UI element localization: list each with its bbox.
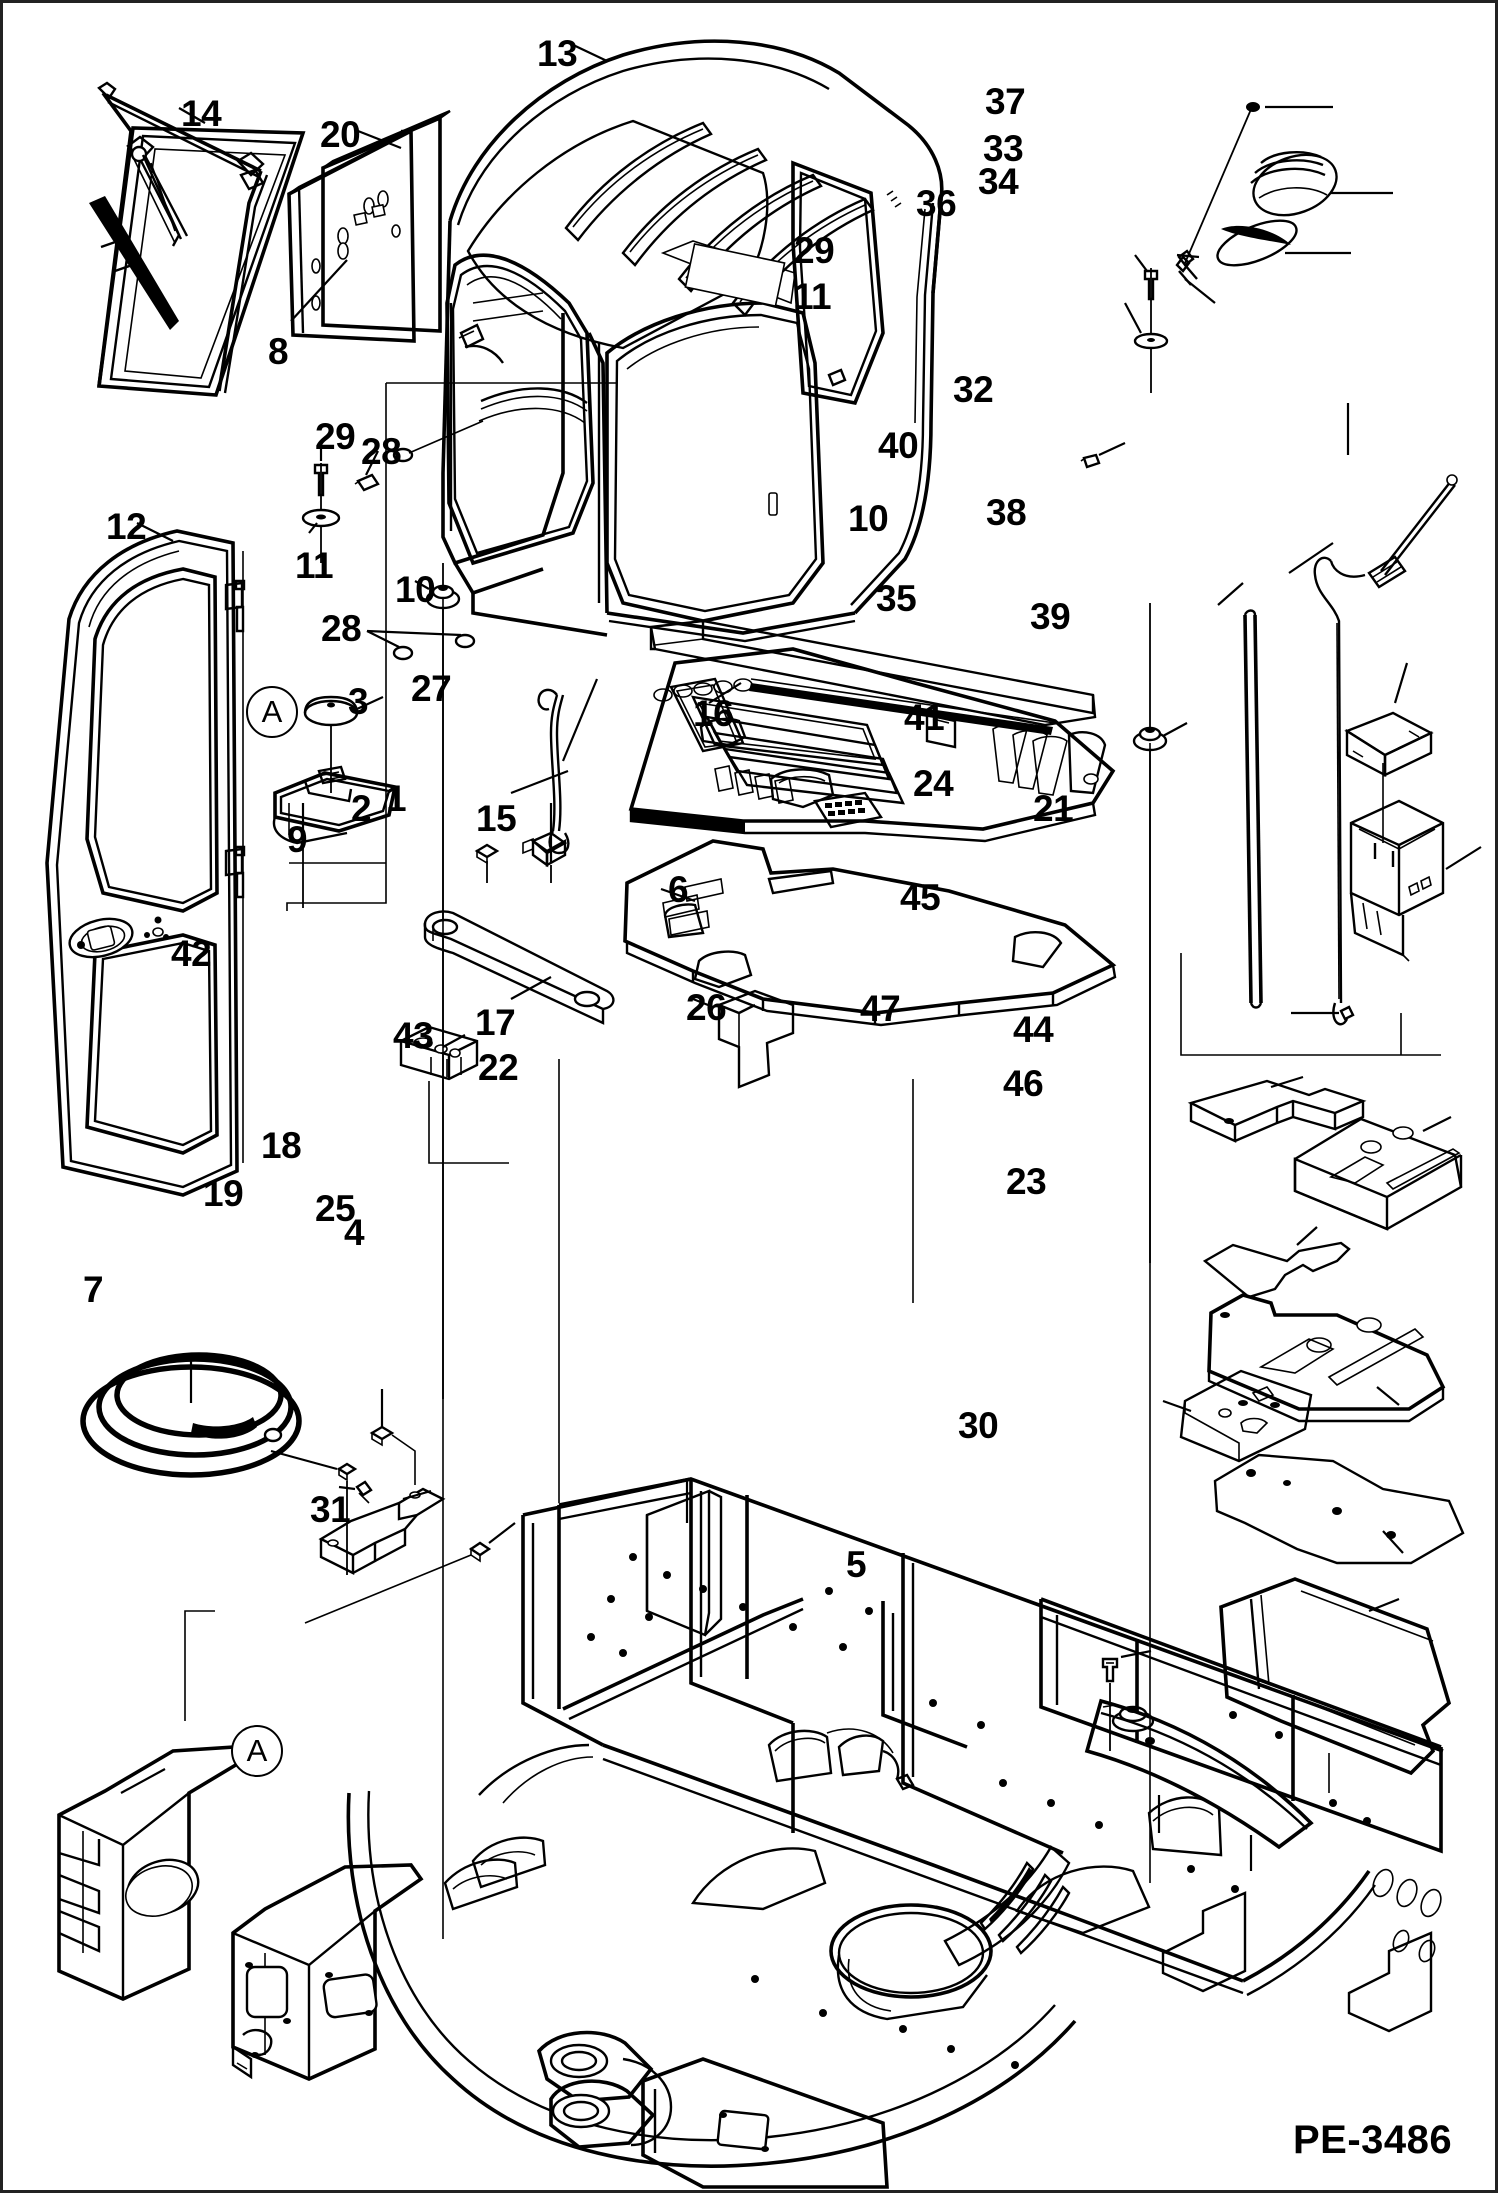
callout-29-left: 29: [315, 416, 356, 457]
part-38-cover-bracket: [1344, 662, 1434, 843]
part-39-radio-housing: [1349, 799, 1482, 962]
part-15-floor-mat: [510, 647, 1116, 843]
part-21-floor-plate: [1293, 1116, 1463, 1231]
part-24-pedal-cover: [1187, 1075, 1367, 1143]
part-13-cab-shell: [441, 39, 944, 643]
part-35-antenna-mast: [1217, 542, 1334, 1009]
reference-bubble-a-lower: A: [231, 1725, 283, 1777]
callout-38: 38: [986, 492, 1027, 533]
callout-29-right: 29: [794, 230, 835, 271]
part-7-side-cover-panels: [57, 1745, 424, 2081]
callout-5: 5: [846, 1544, 867, 1585]
callout-46: 46: [1003, 1063, 1044, 1104]
callout-28-upper: 28: [361, 431, 402, 472]
part-5-trim-strip: [1084, 1698, 1314, 1871]
callout-43: 43: [393, 1015, 434, 1056]
callout-11-left: 11: [295, 545, 334, 586]
callout-16: 16: [693, 693, 734, 734]
callout-27: 27: [411, 668, 452, 709]
part-22-insulation-block: [645, 1481, 723, 1637]
callout-8: 8: [268, 331, 289, 372]
exploded-diagram-artwork: [45, 39, 1482, 2189]
callout-32: 32: [953, 369, 994, 410]
callout-1: 1: [386, 778, 407, 819]
callout-11-right: 11: [793, 276, 832, 317]
callout-28-lower: 28: [321, 608, 362, 649]
callout-34: 34: [978, 161, 1019, 202]
part-16-floor-rail: [649, 619, 1097, 735]
base-frame-assembly: [346, 1477, 1444, 2189]
callout-42: 42: [171, 933, 212, 974]
part-33-beacon-assembly: [1175, 102, 1393, 304]
callout-24: 24: [913, 763, 954, 804]
part-20-rear-panel: [287, 109, 451, 343]
callout-35: 35: [876, 578, 917, 619]
part-46-floor-liner: [1213, 1453, 1465, 1565]
part-47-insulation-pad: [1162, 1369, 1313, 1463]
callout-23: 23: [1006, 1161, 1047, 1202]
part-17-mount-strap: [423, 910, 615, 1025]
callout-20: 20: [320, 114, 361, 155]
callout-13: 13: [537, 33, 578, 74]
callout-14: 14: [181, 93, 222, 134]
callout-39: 39: [1030, 596, 1071, 637]
callout-4: 4: [344, 1212, 365, 1253]
part-26-bracket-clip: [692, 989, 795, 1089]
callout-37: 37: [985, 81, 1026, 122]
part-23-rear-cover-panel: [1219, 1577, 1452, 1793]
callout-40: 40: [878, 425, 919, 466]
part-40-plug: [1080, 442, 1126, 469]
reference-bubble-a-upper: A: [246, 686, 298, 738]
part-12-cab-door: [45, 522, 246, 1197]
callout-9: 9: [287, 819, 308, 860]
callout-31: 31: [310, 1489, 351, 1530]
fastener-29-11-right: [1124, 254, 1169, 393]
callout-7: 7: [83, 1269, 104, 1310]
callout-6: 6: [668, 869, 689, 910]
callout-45: 45: [900, 877, 941, 918]
plate-number: PE-3486: [1293, 2118, 1453, 2162]
part-41-screw: [1291, 1005, 1355, 1021]
part-14-windshield: [89, 81, 306, 397]
part-45-gasket-upper: [1202, 1226, 1351, 1299]
callout-36: 36: [916, 183, 957, 224]
part-10-grommet-right: [1132, 603, 1188, 1263]
callout-3: 3: [348, 681, 369, 722]
callout-18: 18: [261, 1125, 302, 1166]
part-43-connector-block: [399, 1025, 509, 1164]
callout-2: 2: [351, 788, 372, 829]
callout-15: 15: [476, 798, 517, 839]
callout-44: 44: [1013, 1009, 1054, 1050]
callout-21: 21: [1033, 788, 1074, 829]
support-bracket-group: [184, 1389, 516, 1721]
callout-19: 19: [203, 1173, 244, 1214]
callout-10-right: 10: [848, 498, 889, 539]
callout-25: 25: [315, 1188, 356, 1229]
callout-47: 47: [860, 988, 901, 1029]
part-42-hose-coil: [80, 1352, 302, 1478]
callout-10-left: 10: [395, 569, 436, 610]
callout-12: 12: [106, 506, 147, 547]
part-6-floor-insulation: [623, 839, 1117, 1027]
part-30-pin: [1101, 1649, 1152, 1751]
callout-33: 33: [983, 128, 1024, 169]
callout-22: 22: [478, 1047, 519, 1088]
callout-30: 30: [958, 1405, 999, 1446]
callout-26: 26: [686, 987, 727, 1028]
callout-41: 41: [904, 697, 945, 738]
callout-17: 17: [475, 1002, 516, 1043]
part-32-radio-antenna: [1313, 403, 1458, 1026]
